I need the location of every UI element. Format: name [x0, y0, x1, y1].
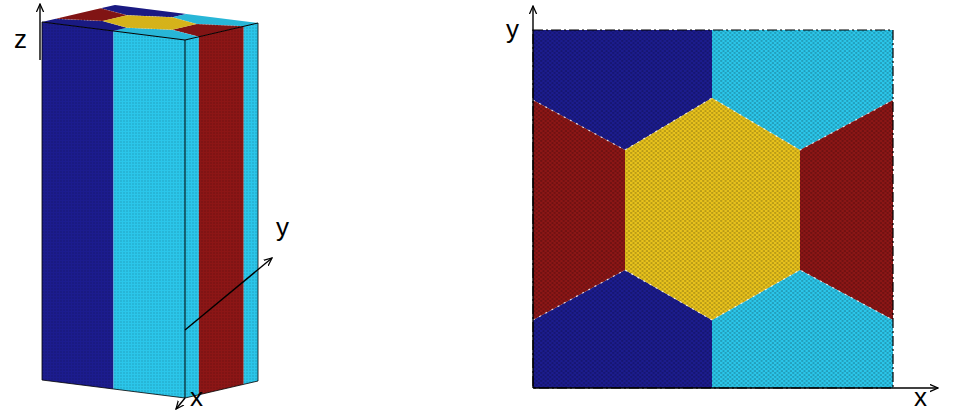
axes-2d: [533, 6, 938, 388]
axis-label: x: [914, 384, 927, 410]
grain-top-view: [533, 30, 893, 388]
axis-label: z: [14, 26, 27, 52]
axis-label: x: [190, 384, 203, 410]
axes-3d: [40, 4, 272, 409]
axis-label: y: [506, 16, 519, 42]
columnar-box: [42, 5, 258, 398]
axis-label: y: [276, 214, 289, 240]
